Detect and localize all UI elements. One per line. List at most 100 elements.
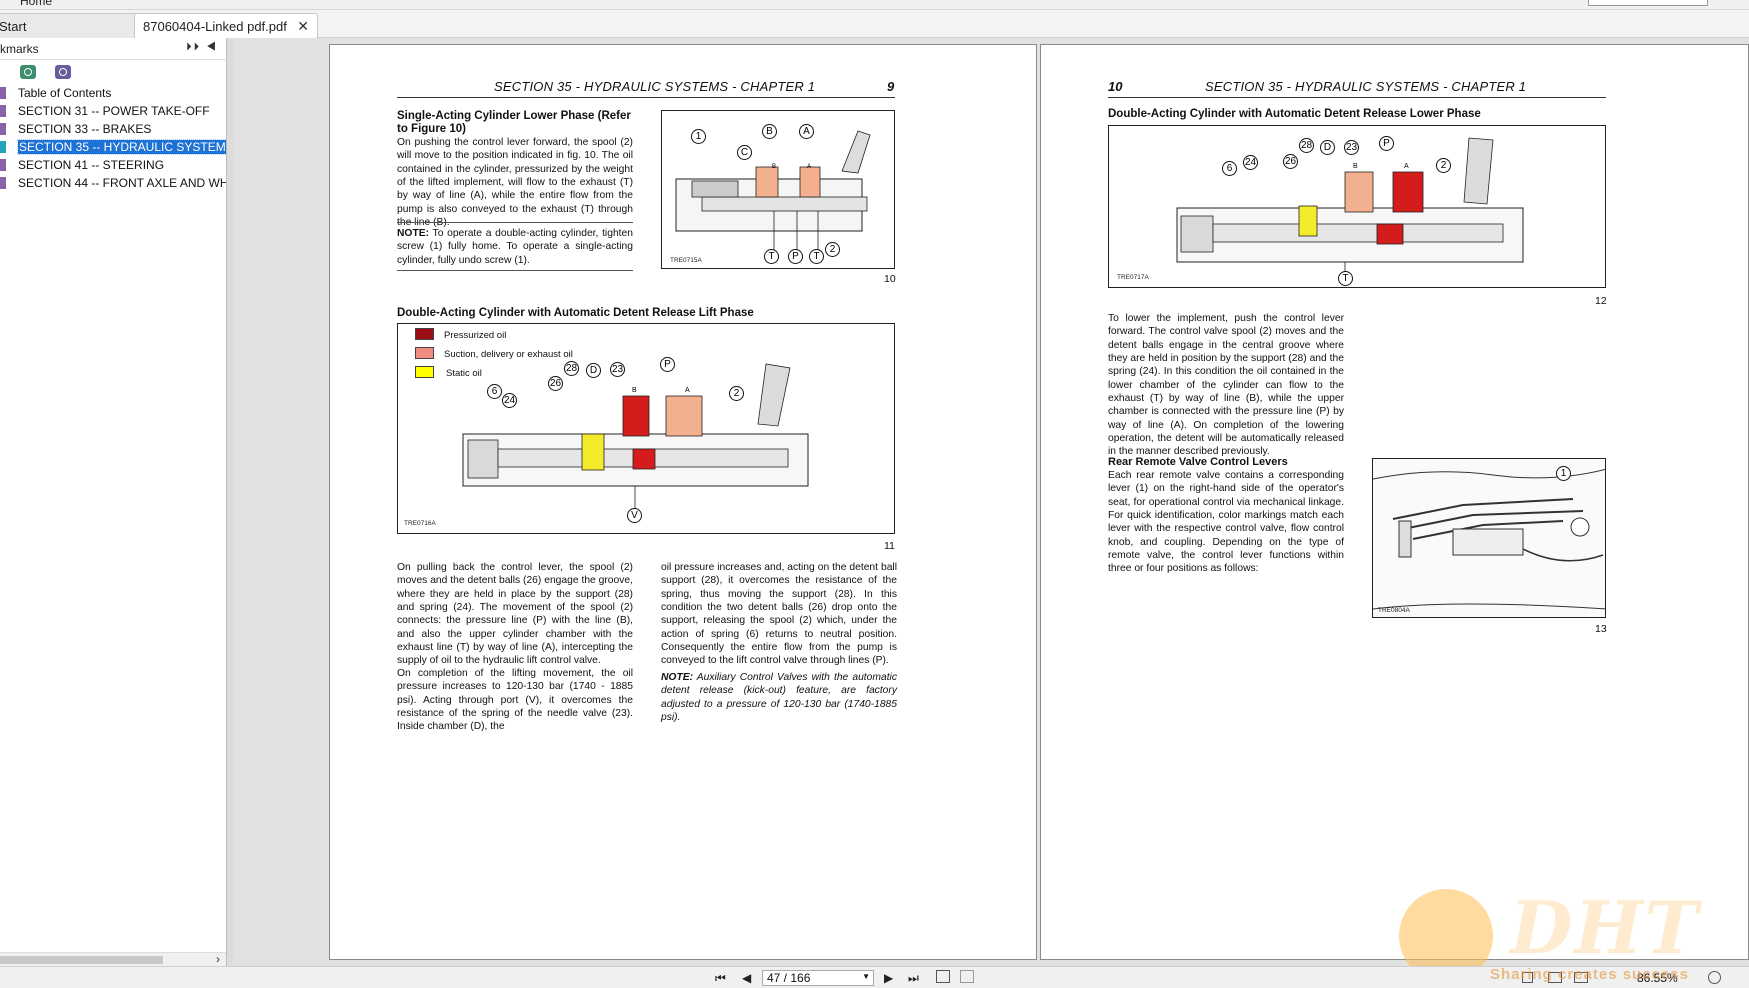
bookmark-item[interactable]: SECTION 41 -- STEERING bbox=[0, 156, 226, 174]
header-rule bbox=[1108, 97, 1606, 98]
spool bbox=[1212, 223, 1504, 243]
panel-controls[interactable]: ⏵⏵ ◀ bbox=[186, 41, 218, 53]
bookmark-item[interactable]: SECTION 44 -- FRONT AXLE AND WH bbox=[0, 174, 226, 192]
first-page-button[interactable]: ⏮ bbox=[715, 971, 726, 985]
figure-number: 11 bbox=[884, 540, 895, 552]
bookmark-item[interactable]: Table of Contents bbox=[0, 84, 226, 102]
callout: 1 bbox=[1556, 466, 1571, 481]
bookmarks-header: kmarks ⏵⏵ ◀ bbox=[0, 38, 226, 60]
close-icon[interactable]: ✕ bbox=[297, 18, 309, 34]
bookmark-list: Table of Contents SECTION 31 -- POWER TA… bbox=[0, 84, 226, 192]
note-label: NOTE: bbox=[397, 228, 430, 239]
callout: P bbox=[788, 249, 803, 264]
callout: A bbox=[799, 124, 814, 139]
note-text: NOTE: To operate a double-acting cylinde… bbox=[397, 227, 633, 267]
note-label: NOTE: bbox=[661, 672, 694, 683]
callout: 6 bbox=[1222, 161, 1237, 176]
callout: 23 bbox=[610, 362, 625, 377]
callout: 26 bbox=[548, 376, 563, 391]
scroll-right-icon[interactable]: › bbox=[216, 952, 220, 966]
note-body: Auxiliary Control Valves with the automa… bbox=[661, 672, 897, 724]
chevron-down-icon[interactable]: ▼ bbox=[862, 972, 870, 981]
prev-page-button[interactable]: ◀ bbox=[742, 971, 752, 985]
callout: C bbox=[737, 145, 752, 160]
valve-diagram: B A bbox=[675, 130, 871, 251]
chamber-pressurized bbox=[1392, 171, 1424, 213]
legend-label: Static oil bbox=[446, 368, 482, 379]
bookmark-item[interactable]: SECTION 31 -- POWER TAKE-OFF bbox=[0, 102, 226, 120]
legend-swatch-suction bbox=[415, 347, 434, 359]
note-rule bbox=[397, 270, 633, 271]
search-input[interactable] bbox=[1588, 0, 1708, 6]
control-lever bbox=[841, 130, 871, 174]
next-page-button[interactable]: ▶ bbox=[884, 971, 894, 985]
callout: P bbox=[1379, 136, 1394, 151]
callout: 24 bbox=[502, 393, 517, 408]
section-title: Single-Acting Cylinder Lower Phase (Refe… bbox=[397, 110, 631, 135]
page-left: SECTION 35 - HYDRAULIC SYSTEMS - CHAPTER… bbox=[329, 44, 1037, 960]
legend-swatch-pressurized bbox=[415, 328, 434, 340]
note-rule bbox=[397, 222, 633, 223]
figure-10: B A 1 C B A T P T 2 TRE0715A bbox=[661, 110, 895, 269]
two-page-icon[interactable] bbox=[1548, 972, 1562, 983]
watermark-tagline: Sharing creates success bbox=[1490, 966, 1689, 983]
bookmark-icon bbox=[0, 141, 6, 153]
figure-number: 10 bbox=[884, 273, 896, 285]
page-indicator: 47 / 166 bbox=[767, 971, 811, 985]
watermark-logo: DHT bbox=[1510, 885, 1701, 970]
scrollbar-thumb[interactable] bbox=[0, 956, 163, 964]
callout: T bbox=[764, 249, 779, 264]
tab-start[interactable]: Start bbox=[0, 13, 138, 38]
figure-number: 13 bbox=[1595, 623, 1607, 635]
fit-width-icon[interactable] bbox=[960, 970, 974, 983]
callout: P bbox=[660, 357, 675, 372]
callout: 28 bbox=[564, 361, 579, 376]
callout: 6 bbox=[487, 384, 502, 399]
spool-pressurized bbox=[1376, 223, 1404, 245]
expand-bookmark-icon[interactable] bbox=[20, 65, 36, 79]
body-text: On completion of the lifting movement, t… bbox=[397, 668, 633, 733]
body-text: On pushing the control lever forward, th… bbox=[397, 137, 633, 228]
figure-12: B A 6 24 26 28 D 23 P 2 T TRE0717A bbox=[1108, 125, 1606, 288]
find-bookmark-icon[interactable] bbox=[55, 65, 71, 79]
figure-number: 12 bbox=[1595, 295, 1607, 307]
bookmark-item[interactable]: SECTION 33 -- BRAKES bbox=[0, 120, 226, 138]
section-title: Rear Remote Valve Control Levers bbox=[1108, 456, 1288, 468]
page-number: 9 bbox=[887, 79, 895, 94]
chamber-suction bbox=[665, 395, 703, 437]
tab-document[interactable]: 87060404-Linked pdf.pdf ✕ bbox=[134, 13, 318, 38]
continuous-icon[interactable] bbox=[1574, 972, 1588, 983]
page-number-field[interactable]: 47 / 166 ▼ bbox=[762, 970, 874, 986]
legend-label: Pressurized oil bbox=[444, 330, 507, 341]
port-letter-a: A bbox=[807, 164, 811, 170]
note-body: To operate a double-acting cylinder, tig… bbox=[397, 228, 633, 266]
callout: 26 bbox=[1283, 154, 1298, 169]
section-title: Double-Acting Cylinder with Automatic De… bbox=[1108, 108, 1481, 120]
bookmark-item-selected[interactable]: SECTION 35 -- HYDRAULIC SYSTEMS bbox=[0, 138, 226, 156]
body-text: To lower the implement, push the control… bbox=[1108, 313, 1344, 458]
figure-code: TRE0717A bbox=[1117, 274, 1149, 281]
body-text: Each rear remote valve contains a corres… bbox=[1108, 470, 1344, 575]
body-text: On pulling back the control lever, the s… bbox=[397, 562, 633, 667]
detent-housing bbox=[691, 180, 739, 198]
chamber-static bbox=[581, 433, 605, 471]
last-page-button[interactable]: ⏭ bbox=[908, 971, 919, 985]
horizontal-scrollbar[interactable]: › bbox=[0, 952, 226, 966]
callout: T bbox=[1338, 271, 1353, 286]
chamber-b bbox=[755, 166, 779, 198]
panel-splitter[interactable] bbox=[227, 38, 233, 966]
home-menu[interactable]: Home bbox=[20, 0, 53, 8]
fit-page-icon[interactable] bbox=[936, 970, 950, 983]
tab-bar: Start 87060404-Linked pdf.pdf ✕ bbox=[0, 10, 1749, 38]
figure-code: TRE0715A bbox=[670, 257, 702, 264]
single-page-icon[interactable] bbox=[1522, 972, 1533, 983]
callout: D bbox=[1320, 140, 1335, 155]
end-cap bbox=[1180, 215, 1214, 253]
callout: 2 bbox=[825, 242, 840, 257]
zoom-out-icon[interactable] bbox=[1708, 971, 1721, 984]
zoom-level[interactable]: 86.55% bbox=[1637, 971, 1678, 985]
lever-photo bbox=[1373, 459, 1605, 617]
running-head: SECTION 35 - HYDRAULIC SYSTEMS - CHAPTER… bbox=[1205, 79, 1527, 94]
section-title: Double-Acting Cylinder with Automatic De… bbox=[397, 307, 754, 319]
callout: 24 bbox=[1243, 155, 1258, 170]
